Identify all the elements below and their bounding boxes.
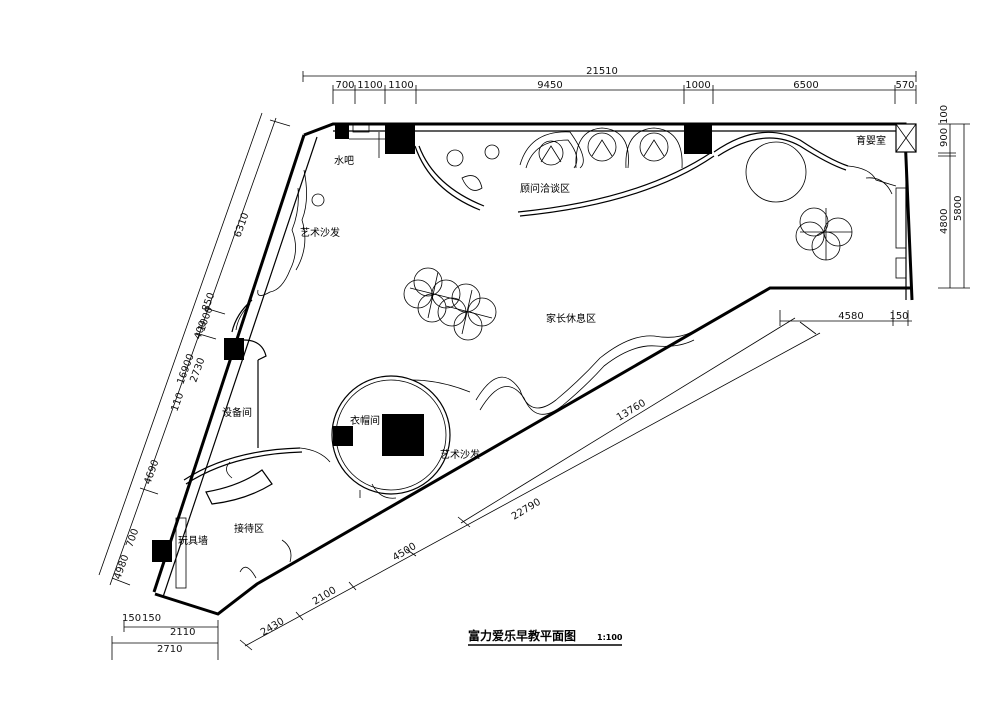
plan-title: 富力爱乐早教平面图 — [468, 628, 576, 643]
column-cloakroom-center — [382, 414, 424, 456]
structural-columns — [152, 123, 917, 562]
drawing-title: 富力爱乐早教平面图 1:100 — [468, 628, 623, 646]
label-consult: 顾问洽谈区 — [520, 182, 570, 195]
dim-right-100: 100 — [939, 105, 950, 124]
nursery-wave-partition — [713, 131, 907, 279]
dim-diag-2100: 2100 — [311, 585, 338, 608]
dim-bottom-150a: 150 — [122, 613, 141, 624]
column-toy-wall — [152, 540, 172, 562]
art-sofa-left — [257, 169, 325, 296]
column-consult-left — [385, 124, 415, 154]
dim-top-seg-3: 1100 — [388, 80, 413, 91]
dim-overall-width: 21510 — [586, 66, 618, 77]
label-art-sofa-mid: 艺术沙发 — [440, 448, 480, 461]
reception-desk — [175, 447, 331, 589]
lounge-wave-sofa — [411, 331, 695, 415]
dim-bottom-2110: 2110 — [170, 627, 195, 638]
dim-right-900: 900 — [939, 128, 950, 147]
column-cloakroom-left — [333, 426, 353, 446]
consult-partition — [414, 127, 715, 217]
dim-top-seg-6: 6500 — [793, 80, 818, 91]
bottom-left-dimension-chain: 150 150 2110 2710 — [111, 613, 219, 660]
dim-bottom-2710: 2710 — [157, 644, 182, 655]
label-cloakroom: 衣帽间 — [350, 414, 380, 427]
room-labels: 水吧 顾问洽谈区 育婴室 艺术沙发 家长休息区 设备间 衣帽间 艺术沙发 接待区… — [178, 134, 886, 547]
clover-seat-lounge-1 — [403, 267, 461, 323]
label-toy-wall: 玩具墙 — [178, 534, 208, 547]
dim-left-4690: 4690 — [142, 458, 161, 486]
dim-top-seg-1: 700 — [335, 80, 354, 91]
dim-left-6310: 6310 — [232, 211, 251, 239]
dim-right-5800: 5800 — [953, 196, 964, 221]
dim-diag-13760: 13760 — [615, 398, 648, 424]
dim-right-4800: 4800 — [939, 209, 950, 234]
column-consult-right — [684, 124, 712, 154]
dim-top-seg-4: 9450 — [537, 80, 562, 91]
dim-diag-4500: 4500 — [391, 541, 418, 564]
label-parent-lounge: 家长休息区 — [546, 312, 596, 325]
column-equipment — [224, 338, 244, 360]
water-bar-fixtures — [349, 123, 385, 158]
clover-seat-lounge-2 — [437, 283, 497, 341]
dim-left-110: 110 — [169, 391, 186, 413]
label-art-sofa-top: 艺术沙发 — [300, 226, 340, 239]
cloakroom-ring — [331, 375, 451, 499]
label-nursery: 育婴室 — [856, 134, 886, 147]
dim-right-4580: 4580 — [838, 311, 863, 322]
right-dimension-chain: 900 100 4800 5800 4580 150 — [779, 105, 970, 326]
dim-right-150: 150 — [889, 311, 908, 322]
dim-diag-22790: 22790 — [510, 497, 543, 523]
label-water-bar: 水吧 — [334, 155, 354, 167]
dim-bottom-150b: 150 — [142, 613, 161, 624]
dim-top-seg-7: 570 — [895, 80, 914, 91]
column-water-bar — [335, 124, 349, 139]
diagonal-dimension-chain: 13760 22790 4500 2100 2430 — [239, 317, 821, 651]
top-dimension-chain: 21510 700 1100 1100 9450 1000 6500 570 — [302, 66, 917, 104]
dim-top-seg-5: 1000 — [685, 80, 710, 91]
left-dimension-chain: 6310 850 1000 400 16900 2730 110 4690 70… — [98, 112, 291, 586]
dim-left-700: 700 — [124, 527, 141, 549]
label-equipment: 设备间 — [222, 406, 252, 419]
plan-scale: 1:100 — [597, 633, 623, 642]
label-reception: 接待区 — [234, 522, 264, 535]
dim-top-seg-2: 1100 — [357, 80, 382, 91]
clover-seat-right — [795, 207, 853, 261]
outer-walls — [152, 122, 914, 616]
dim-left-4980: 4980 — [112, 553, 131, 581]
equipment-room — [183, 299, 303, 485]
dim-diag-2430: 2430 — [259, 616, 286, 639]
